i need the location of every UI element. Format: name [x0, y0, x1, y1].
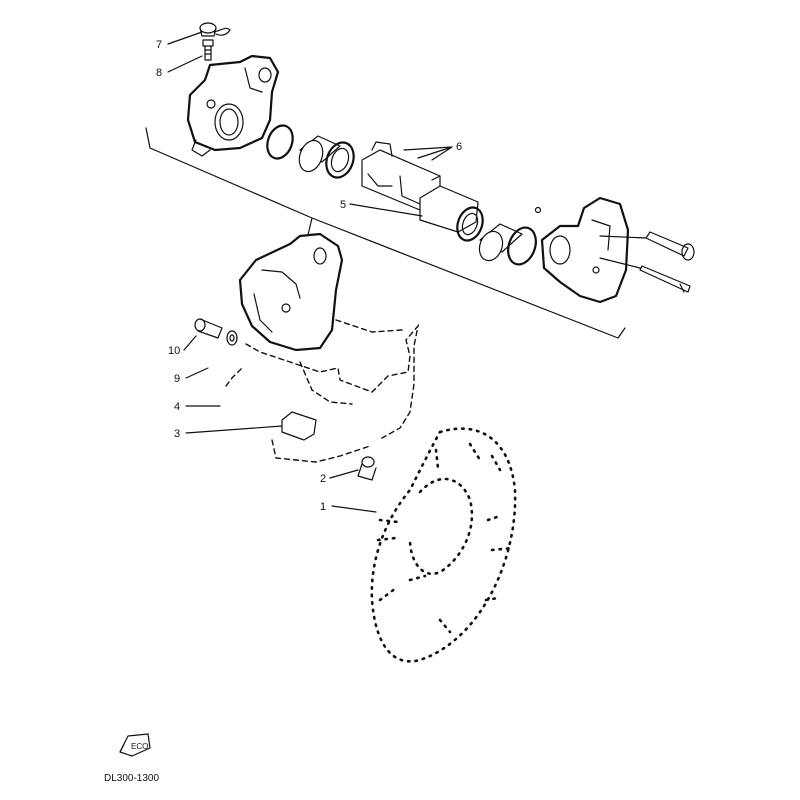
- bleed-cap: [199, 22, 231, 37]
- washer: [226, 330, 238, 346]
- pad-support: [271, 411, 371, 463]
- eco-logo: ECO: [119, 733, 151, 757]
- callout-8: 8: [156, 67, 162, 79]
- drawing-code: DL300-1300: [104, 773, 159, 784]
- caliper-assembly: [238, 232, 344, 352]
- callout-5: 5: [340, 199, 346, 211]
- piston-seal: [266, 124, 294, 160]
- callout-4: 4: [174, 401, 180, 413]
- mounting-bolt: [194, 318, 223, 339]
- piston-upper: [298, 135, 341, 173]
- svg-text:ECO: ECO: [131, 742, 148, 751]
- caliper-bolt: [599, 231, 695, 269]
- callout-9: 9: [174, 373, 180, 385]
- outer-caliper-half: [186, 54, 280, 157]
- leader-lines: [167, 31, 453, 513]
- bleed-screw: [202, 39, 214, 61]
- disc-bolt: [357, 456, 377, 481]
- callout-7: 7: [156, 39, 162, 51]
- brake-disc: [370, 427, 517, 663]
- piston-right: [478, 223, 523, 262]
- caliper-bracket: [225, 319, 420, 439]
- callout-10: 10: [168, 345, 180, 357]
- callout-3: 3: [174, 428, 180, 440]
- dust-seal-upper: [325, 141, 355, 179]
- callout-2: 2: [320, 473, 326, 485]
- caliper-pin: [639, 265, 691, 293]
- callout-6: 6: [456, 141, 462, 153]
- dust-seal-right: [507, 226, 537, 266]
- assembly-boundary: [145, 127, 626, 339]
- piston-seal-right: [456, 206, 484, 242]
- inner-caliper-half: [534, 196, 630, 304]
- callout-1: 1: [320, 501, 326, 513]
